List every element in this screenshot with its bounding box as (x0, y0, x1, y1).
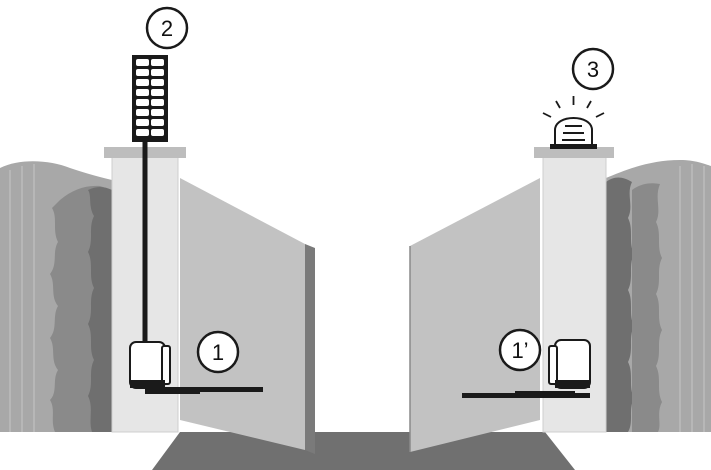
solar-cell (151, 79, 164, 86)
pillar-right (534, 147, 614, 433)
driveway (152, 432, 575, 470)
solar-cell (151, 89, 164, 96)
solar-cell (151, 99, 164, 106)
solar-cell (151, 119, 164, 126)
hedge-right (606, 160, 711, 432)
flashing-light-icon (542, 96, 605, 149)
callout-motor-right: 1’ (498, 328, 542, 372)
solar-cell (136, 89, 149, 96)
gate-leaf-left (180, 178, 315, 454)
gate-motor-left (129, 341, 263, 394)
gate-motor-right (462, 339, 591, 398)
solar-cell (151, 59, 164, 66)
solar-cell (151, 69, 164, 76)
solar-cell (136, 119, 149, 126)
hedge-left (0, 161, 112, 432)
solar-cell (136, 69, 149, 76)
callout-label: 2 (161, 16, 173, 41)
callout-label: 3 (587, 57, 599, 82)
callout-label: 1’ (511, 338, 528, 363)
solar-cell (136, 109, 149, 116)
solar-cell (136, 59, 149, 66)
solar-cell (136, 129, 149, 136)
solar-cell (151, 129, 164, 136)
solar-cell (136, 99, 149, 106)
gate-leaf-right (409, 178, 540, 452)
callout-flashing-light: 3 (571, 47, 615, 91)
solar-cell (136, 79, 149, 86)
callout-label: 1 (212, 340, 224, 365)
callout-solar-panel: 2 (145, 6, 189, 50)
solar-panel-icon (132, 55, 168, 345)
solar-cell (151, 109, 164, 116)
callout-motor-left: 1 (196, 330, 240, 374)
